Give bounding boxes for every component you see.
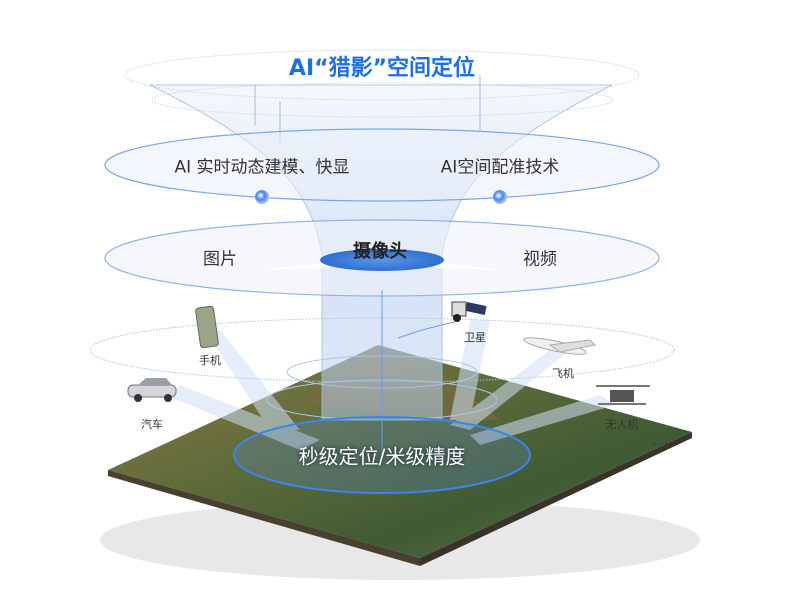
result-ring	[233, 416, 531, 494]
device-satellite-label: 卫星	[464, 331, 486, 344]
device-car-label: 汽车	[141, 418, 163, 431]
top-ring-inner	[151, 82, 613, 118]
orbit-arrow	[397, 321, 456, 339]
diagram-title: AI“猎影”空间定位	[288, 56, 476, 81]
tech-layer-disk	[104, 128, 660, 202]
satellite-icon	[451, 301, 487, 322]
node-dot	[493, 190, 507, 204]
signal-rays	[165, 320, 615, 450]
device-airplane-label: 飞机	[552, 367, 574, 380]
device-phone-label: 手机	[199, 354, 221, 367]
airplane-icon	[523, 337, 597, 355]
node-dot	[255, 190, 269, 204]
car-icon	[127, 378, 177, 402]
camera-disk	[320, 249, 444, 271]
phone-icon	[195, 305, 219, 349]
result-label: 秒级定位/米级精度	[298, 444, 466, 469]
drone-icon	[596, 385, 650, 405]
device-drone-label: 无人机	[605, 418, 639, 431]
media-video-label: 视频	[523, 249, 557, 270]
tech-modeling-label: AI 实时动态建模、快显	[174, 157, 350, 178]
camera-label: 摄像头	[353, 241, 407, 262]
top-ring	[124, 49, 640, 101]
media-image-label: 图片	[203, 249, 237, 270]
more-devices-ellipsis: ......	[653, 434, 675, 448]
tech-registration-label: AI空间配准技术	[440, 157, 560, 178]
